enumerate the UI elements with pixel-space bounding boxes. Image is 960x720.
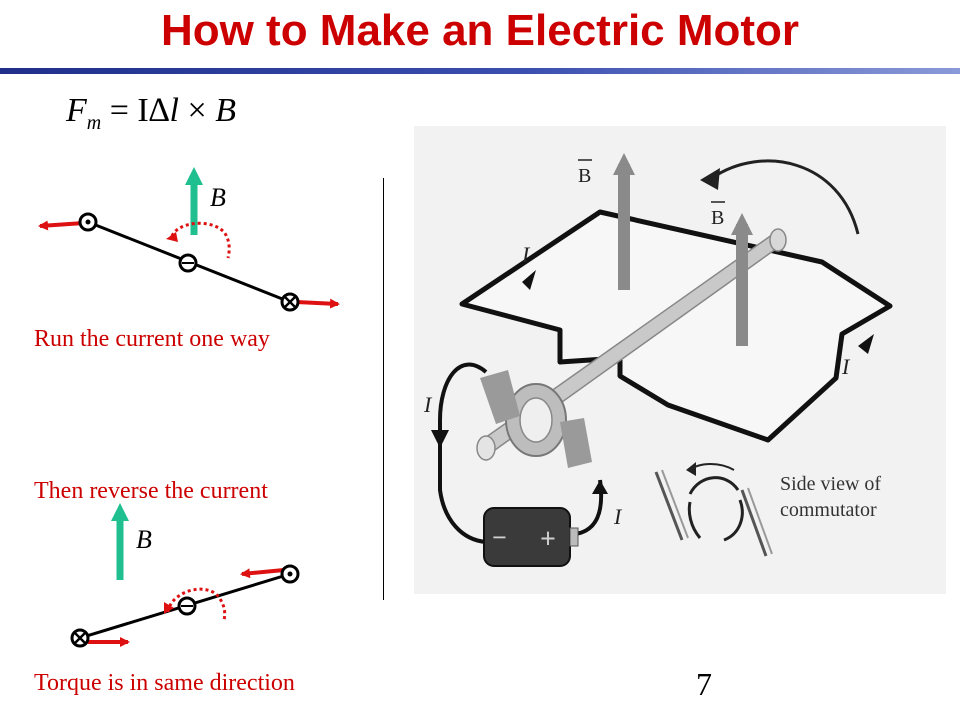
current-label-1: I — [521, 242, 531, 267]
top-rotation-arc — [170, 221, 231, 259]
bottom-field-label: B — [136, 525, 152, 554]
brush-left — [480, 370, 520, 424]
formula-cross: × — [179, 92, 216, 129]
commutator-side-view — [654, 462, 773, 557]
title-underline — [0, 68, 960, 74]
slide-number: 7 — [696, 666, 712, 702]
formula-B: B — [215, 92, 236, 129]
top-field-label: B — [210, 183, 226, 212]
wire-left — [438, 362, 488, 544]
bottom-coil-diagram: B — [70, 503, 300, 648]
current-label-3: I — [423, 392, 433, 417]
force-formula: Fm = I∆l × B — [66, 92, 236, 135]
bottom-rotation-arrowhead — [164, 602, 174, 614]
bottom-caption: Torque is in same direction — [34, 670, 295, 696]
field-label-1: B — [578, 165, 591, 187]
formula-equals-I-delta: = I∆ — [101, 92, 170, 129]
bottom-force-arrow-left — [240, 568, 285, 579]
motor-figure: B B I I I I − + — [414, 126, 946, 594]
current-label-4: I — [613, 504, 623, 529]
bottom-rotation-arc — [166, 587, 227, 621]
top-coil-diagram: B — [38, 167, 340, 312]
slide-title: How to Make an Electric Motor — [160, 6, 800, 55]
formula-F: F — [66, 92, 87, 129]
commutator-label-line1: Side view of — [780, 473, 881, 495]
battery-minus: − — [492, 523, 507, 552]
formula-subscript-m: m — [86, 111, 102, 134]
current-label-2: I — [841, 354, 851, 379]
formula-l: l — [169, 92, 179, 129]
field-label-2: B — [711, 207, 724, 229]
bottom-intro-caption: Then reverse the current — [34, 478, 268, 504]
battery-icon: − + — [483, 507, 579, 567]
brush-right — [560, 418, 592, 468]
battery-plus: + — [540, 524, 556, 555]
rotation-arrow — [711, 159, 860, 235]
top-rotation-arrowhead — [166, 232, 178, 242]
vertical-divider — [383, 178, 384, 600]
commutator-label-line2: commutator — [780, 499, 877, 521]
coil-loop — [459, 209, 893, 443]
top-force-arrow-left — [38, 220, 85, 231]
top-caption: Run the current one way — [34, 326, 270, 352]
top-force-arrow-right — [295, 298, 340, 309]
